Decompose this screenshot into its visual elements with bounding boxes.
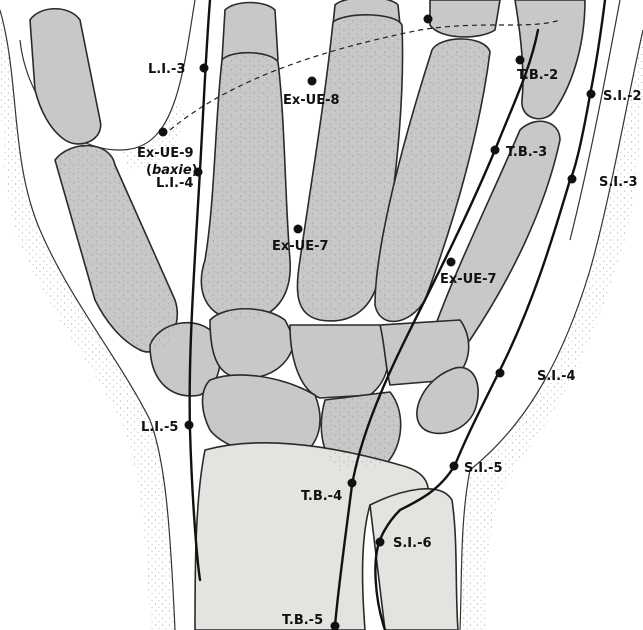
tissue-right <box>460 30 643 630</box>
label-exue8: Ex-UE-8 <box>283 93 340 108</box>
label-li3: L.I.-3 <box>148 62 185 77</box>
point-si3 <box>568 175 577 184</box>
label-tb4: T.B.-4 <box>301 489 342 504</box>
point-si6 <box>376 538 385 547</box>
ring-phalanx <box>430 0 500 37</box>
label-exue7-mid: Ex-UE-7 <box>272 239 329 254</box>
index-phalanx <box>222 3 278 61</box>
point-tb4 <box>348 479 357 488</box>
baxie-word: baxie <box>152 163 192 178</box>
label-li5: L.I.-5 <box>141 420 178 435</box>
label-tb3: T.B.-3 <box>506 145 547 160</box>
point-exue7-right <box>447 258 456 267</box>
ulna <box>370 489 458 630</box>
label-si5: S.I.-5 <box>464 461 503 476</box>
point-tb3 <box>491 146 500 155</box>
trapezoid <box>210 309 295 378</box>
label-tb5: T.B.-5 <box>282 613 323 628</box>
label-si4: S.I.-4 <box>537 369 576 384</box>
label-li4: L.I.-4 <box>156 176 193 191</box>
point-exue8 <box>308 77 317 86</box>
label-si3: S.I.-3 <box>599 175 638 190</box>
baxie-close-paren: ) <box>192 163 198 178</box>
point-si5 <box>450 462 459 471</box>
little-phalanx <box>515 0 585 119</box>
label-si2: S.I.-2 <box>603 89 642 104</box>
capitate <box>290 325 389 398</box>
point-tb2 <box>516 56 525 65</box>
point-si2 <box>587 90 596 99</box>
point-exue7-mid <box>294 225 303 234</box>
point-top-dot <box>424 15 433 24</box>
point-li5 <box>185 421 194 430</box>
point-li3 <box>200 64 209 73</box>
thumb-proximal-phalanx <box>30 9 101 144</box>
point-si4 <box>496 369 505 378</box>
label-tb2: T.B.-2 <box>517 68 558 83</box>
label-baxie: (baxie) <box>146 163 198 178</box>
label-si6: S.I.-6 <box>393 536 432 551</box>
label-exue7-right: Ex-UE-7 <box>440 272 497 287</box>
point-exue9 <box>159 128 168 137</box>
label-exue9: Ex-UE-9 <box>137 146 194 161</box>
